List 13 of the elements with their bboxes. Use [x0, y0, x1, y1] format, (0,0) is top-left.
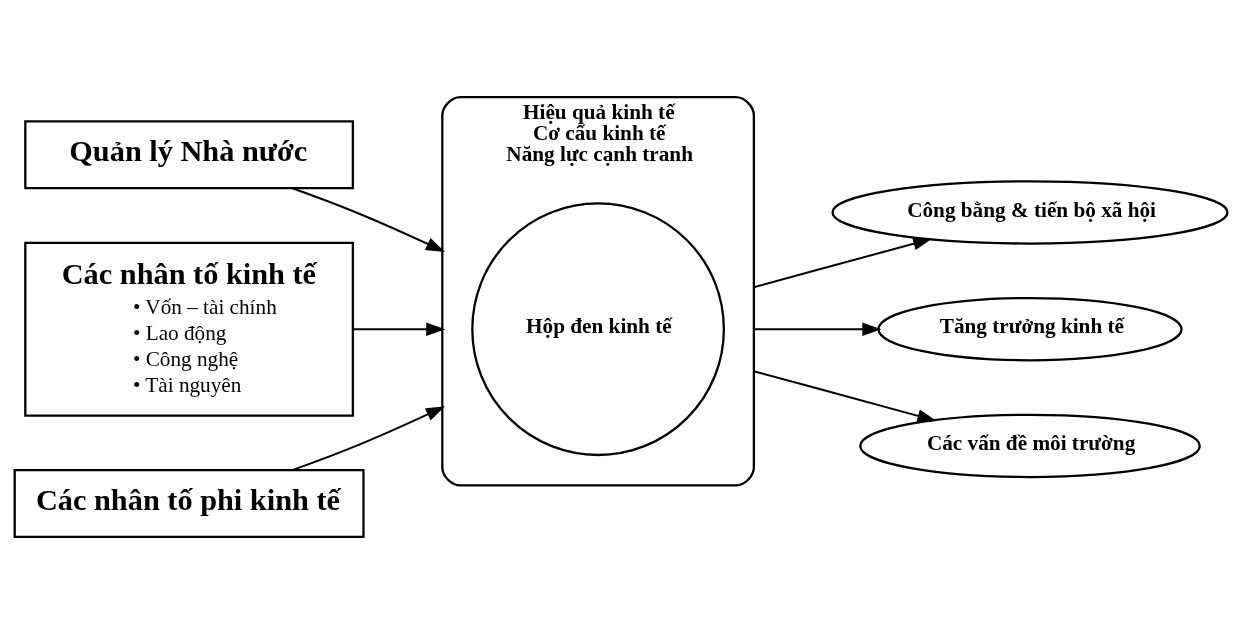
arrow	[752, 236, 933, 288]
node-ellipse: Công bằng & tiến bộ xã hội	[831, 179, 1229, 245]
node-box: Quản lý Nhà nước	[24, 119, 354, 189]
arrow	[752, 369, 937, 422]
arrow	[291, 405, 445, 471]
node-ellipse: Tăng trưởng kinh tế	[877, 296, 1183, 361]
arrow	[752, 322, 882, 336]
node-circle: Hộp đen kinh tế	[471, 201, 725, 456]
arrow	[352, 322, 446, 336]
node-box: Các nhân tố kinh tế • Vốn – tài chính • Lao động • Công nghệ • Tài nguyên	[24, 241, 354, 417]
node-ellipse: Các vấn đề môi trường	[859, 413, 1201, 478]
arrow	[291, 186, 445, 252]
node-box: Các nhân tố phi kinh tế	[13, 468, 365, 538]
